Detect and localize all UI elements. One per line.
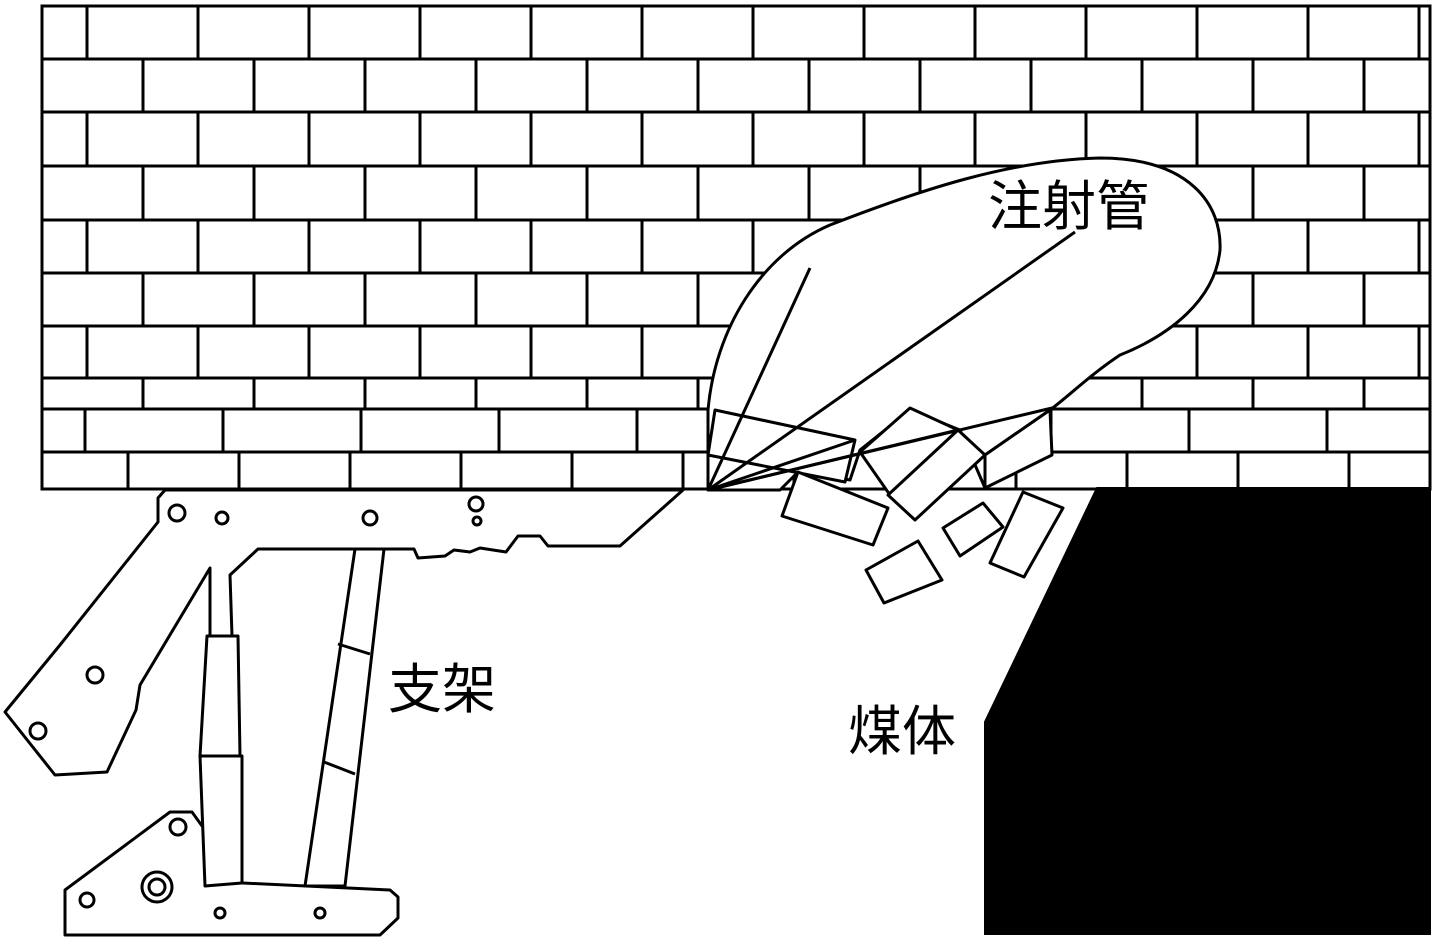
support-leg-upper xyxy=(198,634,242,758)
rock-block xyxy=(983,408,1054,490)
rock-block xyxy=(864,539,944,605)
pin xyxy=(214,510,230,526)
prop-joint xyxy=(323,760,356,776)
rock-block xyxy=(886,428,987,522)
rock-block xyxy=(988,490,1065,579)
pin xyxy=(313,906,327,920)
support-canopy xyxy=(3,488,685,777)
pin xyxy=(167,503,187,523)
hydraulic-support xyxy=(3,488,685,937)
pin xyxy=(471,515,483,527)
rock-block xyxy=(780,470,890,547)
coal-body xyxy=(984,487,1431,935)
support-leg-lower xyxy=(198,754,244,888)
pin xyxy=(28,721,48,741)
support-pins xyxy=(28,495,485,920)
rock-block xyxy=(941,501,1005,558)
pin xyxy=(213,906,227,920)
grout-bulb-outline xyxy=(706,156,1222,492)
label-coal-body: 煤体 xyxy=(848,700,956,763)
injection-pipe-lines xyxy=(706,230,1076,492)
label-support: 支架 xyxy=(388,658,496,721)
pin xyxy=(147,877,167,897)
pin xyxy=(78,891,96,909)
prop-joint xyxy=(337,642,371,656)
pin xyxy=(85,665,105,685)
support-prop xyxy=(303,547,386,888)
pin xyxy=(361,509,379,527)
pin xyxy=(467,495,485,513)
label-injection-pipe: 注射管 xyxy=(988,175,1150,238)
pin xyxy=(168,817,188,837)
injection-zone xyxy=(706,156,1222,605)
